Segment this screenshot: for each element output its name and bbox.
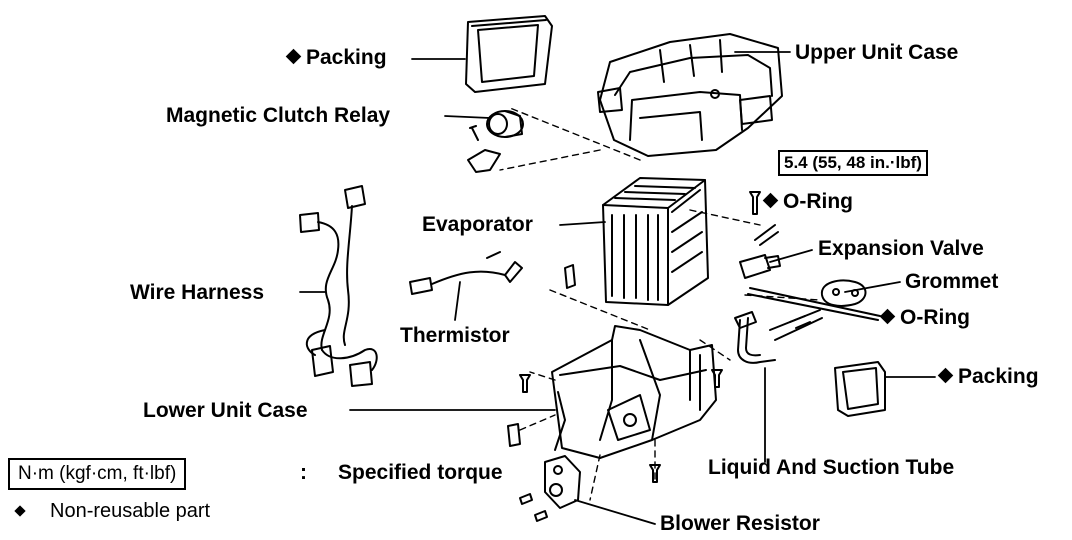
liquid-suction-tube-part (734, 309, 823, 364)
label-upper-unit-case: Upper Unit Case (795, 41, 959, 64)
label-packing-top: Packing (285, 46, 387, 70)
clip-part (564, 264, 576, 289)
lower-unit-case-part (551, 325, 717, 459)
label-packing-right: Packing (937, 365, 1039, 389)
label-blower-resistor: Blower Resistor (660, 512, 820, 535)
legend-non-reusable-text: Non-reusable part (50, 500, 211, 522)
label-expansion-valve: Expansion Valve (818, 237, 984, 260)
legend-non-reusable: Non-reusable part (14, 499, 210, 523)
o-ring-right-part (747, 287, 881, 321)
evaporator-part (602, 177, 709, 306)
label-evaporator: Evaporator (422, 213, 533, 236)
lower-clip-part (507, 423, 521, 447)
magnetic-clutch-relay-part (467, 110, 524, 173)
label-magnetic-clutch-relay: Magnetic Clutch Relay (166, 104, 391, 127)
legend-specified-torque: Specified torque (338, 461, 503, 484)
packing-top-part (465, 15, 553, 93)
legend-separator: : (300, 461, 307, 484)
label-lower-unit-case: Lower Unit Case (143, 399, 308, 422)
non-reusable-diamond-icon (879, 308, 896, 325)
grommet-part (820, 279, 867, 307)
label-thermistor: Thermistor (400, 324, 510, 347)
label-packing-right-text: Packing (958, 365, 1039, 388)
screws (519, 191, 761, 522)
expansion-valve-part (739, 224, 781, 279)
wire-harness-part (299, 185, 378, 387)
upper-unit-case-part (597, 33, 783, 157)
blower-resistor-part (544, 455, 581, 509)
label-o-ring-right: O-Ring (879, 306, 970, 330)
label-o-ring-top-text: O-Ring (783, 190, 853, 213)
packing-right-part (834, 361, 886, 417)
thermistor-part (409, 251, 523, 295)
label-o-ring-right-text: O-Ring (900, 306, 970, 329)
torque-value-box: 5.4 (55, 48 in.·lbf) (778, 150, 928, 176)
non-reusable-diamond-icon (762, 192, 779, 209)
non-reusable-diamond-icon (285, 48, 302, 65)
label-grommet: Grommet (905, 270, 999, 293)
label-o-ring-top: O-Ring (762, 190, 853, 214)
legend-torque-unit-box: N·m (kgf·cm, ft·lbf) (8, 458, 187, 490)
non-reusable-diamond-icon (937, 367, 954, 384)
non-reusable-diamond-icon (14, 505, 26, 517)
leader-lines (299, 51, 936, 525)
label-wire-harness: Wire Harness (130, 281, 265, 304)
label-packing-top-text: Packing (306, 46, 387, 69)
label-liquid-and-suction-tube: Liquid And Suction Tube (708, 456, 955, 479)
